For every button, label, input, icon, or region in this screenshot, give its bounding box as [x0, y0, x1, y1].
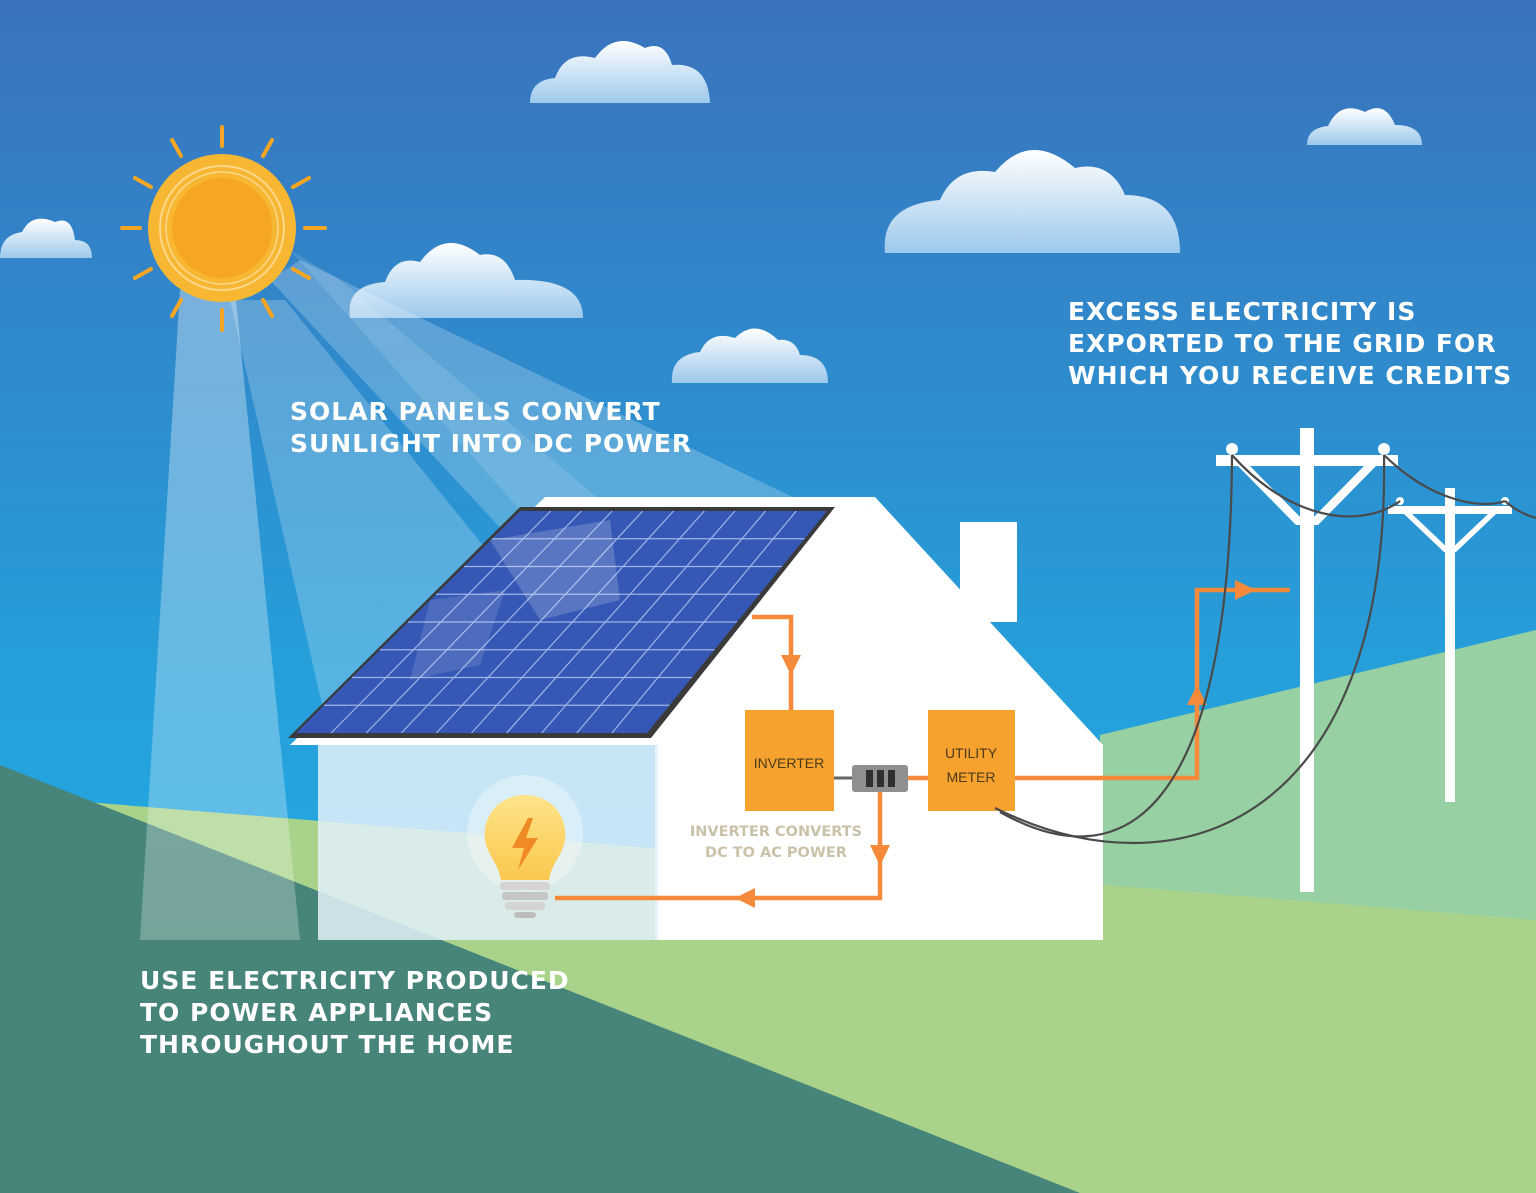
excess-caption-line3: WHICH YOU RECEIVE CREDITS	[1068, 361, 1512, 390]
cloud-icon	[0, 218, 92, 258]
excess-caption-line1: EXCESS ELECTRICITY IS	[1068, 297, 1416, 326]
breaker-box	[834, 765, 908, 792]
solar-panel	[288, 507, 835, 738]
power-wires	[994, 454, 1536, 845]
meter-label-line1: UTILITY	[945, 745, 998, 761]
light-bulb-icon	[467, 775, 583, 918]
use-caption-line1: USE ELECTRICITY PRODUCED	[140, 966, 570, 995]
cloud-icon	[671, 328, 828, 383]
utility-meter-box: UTILITY METER	[928, 710, 1015, 811]
use-caption-line2: TO POWER APPLIANCES	[140, 998, 493, 1027]
power-pole	[1388, 488, 1512, 802]
cloud-icon	[530, 40, 710, 103]
inverter-box: INVERTER	[745, 710, 834, 811]
hill-right	[1100, 630, 1536, 940]
solar-caption-line1: SOLAR PANELS CONVERT	[290, 397, 661, 426]
cloud-icon	[1307, 108, 1422, 145]
inverter-caption-line1: INVERTER CONVERTS	[690, 824, 862, 840]
meter-label-line2: METER	[947, 769, 996, 785]
excess-caption-line2: EXPORTED TO THE GRID FOR	[1068, 329, 1497, 358]
inverter-label: INVERTER	[754, 755, 825, 771]
sun-icon	[120, 125, 327, 332]
cloud-icon	[349, 243, 583, 318]
cloud-icon	[884, 149, 1180, 253]
arrow-icon	[735, 580, 1256, 908]
power-pole	[1216, 428, 1398, 892]
use-caption-line3: THROUGHOUT THE HOME	[140, 1030, 514, 1059]
solar-caption-line2: SUNLIGHT INTO DC POWER	[290, 429, 692, 458]
inverter-caption-line2: DC TO AC POWER	[705, 845, 847, 861]
